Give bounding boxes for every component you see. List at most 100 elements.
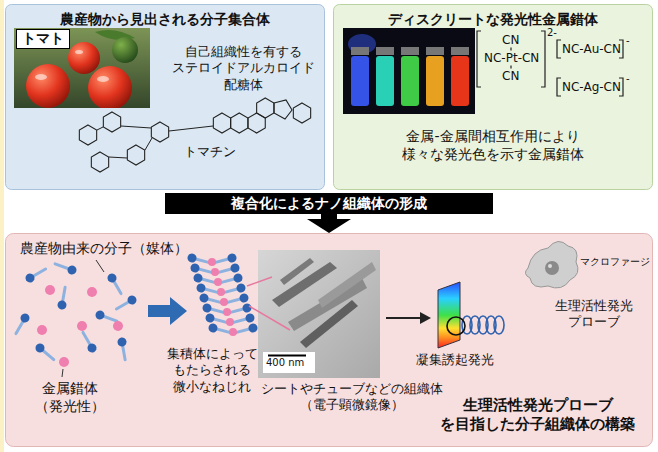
- label-box: トマト: [16, 29, 70, 49]
- illustration-part: [426, 56, 444, 106]
- illustration-part: [169, 126, 213, 131]
- illustration-part: [37, 325, 47, 335]
- panel-heading: ディスクリートな発光性金属錯体: [333, 11, 653, 29]
- panel-ground: [334, 5, 653, 190]
- illustration-part: [211, 268, 219, 276]
- illustration-part: [226, 318, 234, 326]
- charge-text: -: [626, 73, 630, 86]
- illustration-part: [79, 125, 96, 145]
- callout-label: 集積体によって もたらされる 微小なねじれ: [164, 346, 260, 395]
- illustration-part: [75, 50, 83, 54]
- emission-film: [438, 282, 504, 348]
- illustration-part: [103, 112, 120, 132]
- illustration-part: [231, 113, 248, 133]
- illustration-part: [318, 262, 376, 308]
- illustration-part: [68, 42, 100, 74]
- illustration-part: [62, 369, 63, 377]
- description-text: 金属-金属間相互作用により 様々な発光色を示す金属錯体: [368, 128, 618, 163]
- illustration-part: [109, 157, 127, 158]
- process-arrow: [420, 312, 431, 324]
- illustration-part: [438, 282, 460, 348]
- process-arrow: [148, 297, 187, 325]
- illustration-part: [234, 322, 258, 337]
- illustration-part: [186, 252, 210, 267]
- illustration-part: [34, 342, 57, 363]
- scale-bar-label: 400 nm: [266, 357, 304, 370]
- illustration-part: [300, 300, 358, 348]
- illustration-part: [57, 286, 70, 310]
- photo-label: トマト: [22, 30, 64, 48]
- illustration-part: [112, 37, 138, 63]
- illustration-part: [348, 34, 376, 54]
- process-arrow: [386, 317, 421, 319]
- twisted-assembly: [186, 252, 258, 337]
- illustration-part: [77, 321, 87, 331]
- illustration-part: [258, 250, 380, 378]
- illustration-part: [127, 145, 144, 165]
- illustration-part: [541, 31, 545, 87]
- illustration-part: [263, 352, 315, 373]
- illustration-part: [376, 56, 394, 106]
- illustration-part: [213, 113, 230, 133]
- formula-brackets: [477, 31, 623, 96]
- arrow-stem: [321, 214, 337, 219]
- illustration-part: [343, 28, 475, 114]
- illustration-part: [208, 258, 216, 266]
- illustration-part: [88, 66, 132, 108]
- description-text: 自己組織性を有する ステロイドアルカロイド 配糖体: [165, 44, 321, 93]
- illustration-part: [401, 47, 419, 55]
- illustration-part: [26, 64, 70, 108]
- panel-heading: 農産物から見出される分子集合体: [5, 11, 325, 29]
- arrow-head: [307, 219, 351, 233]
- banner: 複合化によるナノ組織体の形成: [165, 193, 493, 214]
- illustration-part: [557, 40, 561, 58]
- panel-ground: [6, 5, 325, 190]
- illustration-part: [510, 48, 511, 51]
- leader-line: [249, 306, 290, 330]
- illustration-part: [451, 56, 469, 106]
- panel: 農産物から見出される分子集合体自己組織性を有する ステロイドアルカロイド 配糖体…: [5, 4, 325, 190]
- illustration-part: [121, 126, 151, 128]
- formula-text: NC-Ag-CN: [562, 80, 621, 94]
- luminescent-vials-photo: [343, 28, 475, 114]
- illustration-part: [477, 31, 481, 87]
- illustration-part: [217, 288, 225, 296]
- callout-label: シートやチューブなどの組織体 （電子顕微鏡像）: [258, 381, 446, 414]
- banner-text: 複合化によるナノ組織体の形成: [165, 193, 493, 214]
- illustration-part: [293, 103, 310, 123]
- illustration-part: [351, 47, 369, 55]
- illustration-part: [280, 258, 314, 285]
- callout-label: マクロファージ: [580, 256, 650, 269]
- illustration-part: [548, 264, 552, 268]
- formula-text: CN: [502, 33, 519, 47]
- illustration-part: [447, 317, 465, 335]
- tomato-photo: [14, 28, 150, 108]
- callout-label: 凝集誘起発光: [416, 352, 494, 368]
- illustration-part: [268, 355, 306, 357]
- illustration-part: [12, 312, 31, 336]
- illustration-part: [525, 241, 578, 288]
- illustration-part: [220, 298, 228, 306]
- illustration-part: [97, 76, 109, 82]
- illustration-part: [45, 285, 55, 295]
- panel: 生理活性発光プローブ を目指した分子組織体の構築: [5, 233, 653, 447]
- formula-text: NC-Pt-CN: [484, 51, 539, 65]
- illustration-part: [96, 260, 104, 272]
- illustration-part: [24, 265, 48, 284]
- illustration-part: [35, 74, 47, 80]
- formula-text: NC-Au-CN: [562, 42, 621, 56]
- illustration-part: [145, 138, 152, 150]
- illustration-part: [79, 330, 98, 354]
- illustration-part: [351, 56, 369, 106]
- illustration-part: [59, 357, 69, 367]
- illustration-part: [54, 260, 78, 276]
- illustration-part: [494, 316, 504, 334]
- illustration-part: [114, 294, 138, 313]
- illustration-part: [223, 308, 231, 316]
- illustration-part: [451, 47, 469, 55]
- illustration-part: [376, 47, 394, 55]
- illustration-part: [229, 328, 237, 336]
- callout-label: 生理活性発光 プローブ: [540, 298, 648, 331]
- panel-conclusion: 生理活性発光プローブ を目指した分子組織体の構築: [425, 396, 650, 434]
- leader-line: [247, 277, 272, 286]
